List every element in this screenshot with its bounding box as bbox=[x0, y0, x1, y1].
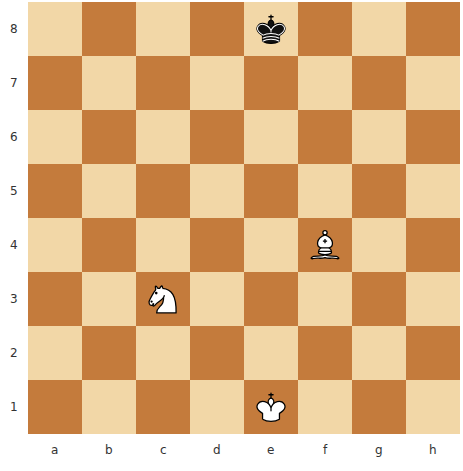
board-square bbox=[136, 272, 190, 326]
rank-label: 3 bbox=[10, 293, 18, 305]
board-square bbox=[82, 110, 136, 164]
board-square bbox=[136, 218, 190, 272]
board-square bbox=[406, 326, 460, 380]
chess-piece bbox=[257, 15, 285, 43]
file-label: e bbox=[267, 444, 274, 456]
board-square bbox=[244, 110, 298, 164]
board-square bbox=[244, 2, 298, 56]
board-square bbox=[136, 326, 190, 380]
board-square bbox=[298, 326, 352, 380]
board-square bbox=[352, 2, 406, 56]
board-square bbox=[406, 218, 460, 272]
chess-piece bbox=[149, 286, 176, 313]
board-square bbox=[28, 380, 82, 434]
file-label: h bbox=[429, 444, 437, 456]
board-square bbox=[82, 218, 136, 272]
file-label: b bbox=[105, 444, 113, 456]
board-square bbox=[352, 164, 406, 218]
board-square bbox=[298, 110, 352, 164]
board-square bbox=[298, 2, 352, 56]
board-square bbox=[406, 164, 460, 218]
board-square bbox=[352, 218, 406, 272]
board-square bbox=[244, 164, 298, 218]
board-square bbox=[298, 164, 352, 218]
board-square bbox=[352, 326, 406, 380]
piece-shape bbox=[149, 286, 176, 313]
piece-shape bbox=[257, 393, 285, 421]
board-square bbox=[136, 380, 190, 434]
board-square bbox=[244, 272, 298, 326]
board-square bbox=[244, 56, 298, 110]
board-square bbox=[82, 272, 136, 326]
chess-piece bbox=[257, 393, 285, 421]
rank-label: 8 bbox=[10, 23, 18, 35]
board-square bbox=[352, 110, 406, 164]
board-square bbox=[28, 218, 82, 272]
board-square bbox=[28, 272, 82, 326]
board-square bbox=[82, 2, 136, 56]
board-square bbox=[28, 164, 82, 218]
board-square bbox=[82, 56, 136, 110]
board-square bbox=[352, 380, 406, 434]
board-square bbox=[82, 326, 136, 380]
board-square bbox=[136, 2, 190, 56]
rank-label: 4 bbox=[10, 239, 18, 251]
board-square bbox=[28, 110, 82, 164]
board-square bbox=[352, 56, 406, 110]
board-square bbox=[244, 218, 298, 272]
board-square bbox=[244, 380, 298, 434]
board-square bbox=[298, 272, 352, 326]
board-square bbox=[352, 272, 406, 326]
board-square bbox=[190, 110, 244, 164]
board-square bbox=[298, 380, 352, 434]
file-label: f bbox=[323, 444, 327, 456]
board-square bbox=[406, 272, 460, 326]
board-square bbox=[82, 380, 136, 434]
rank-label: 6 bbox=[10, 131, 18, 143]
board-square bbox=[298, 218, 352, 272]
piece-shape bbox=[257, 15, 285, 43]
file-label: d bbox=[213, 444, 221, 456]
rank-label: 2 bbox=[10, 347, 18, 359]
rank-label: 5 bbox=[10, 185, 18, 197]
board-square bbox=[190, 218, 244, 272]
board-square bbox=[136, 110, 190, 164]
board-square bbox=[298, 56, 352, 110]
rank-label: 7 bbox=[10, 77, 18, 89]
board-square bbox=[28, 326, 82, 380]
board-square bbox=[190, 380, 244, 434]
board-square bbox=[406, 2, 460, 56]
board-square bbox=[406, 56, 460, 110]
file-label: a bbox=[51, 444, 58, 456]
board-square bbox=[190, 2, 244, 56]
board-square bbox=[190, 56, 244, 110]
file-label: c bbox=[160, 444, 167, 456]
board-square bbox=[28, 56, 82, 110]
board-square bbox=[82, 164, 136, 218]
board-square bbox=[190, 164, 244, 218]
board-square bbox=[136, 56, 190, 110]
chess-piece bbox=[311, 231, 339, 259]
piece-shape bbox=[311, 231, 339, 259]
board-square bbox=[406, 380, 460, 434]
file-label: g bbox=[375, 444, 383, 456]
board-square bbox=[136, 164, 190, 218]
board-square bbox=[244, 326, 298, 380]
rank-label: 1 bbox=[10, 401, 18, 413]
board-square bbox=[406, 110, 460, 164]
board-square bbox=[28, 2, 82, 56]
board-square bbox=[190, 326, 244, 380]
piece-detail bbox=[258, 24, 285, 41]
board-square bbox=[190, 272, 244, 326]
